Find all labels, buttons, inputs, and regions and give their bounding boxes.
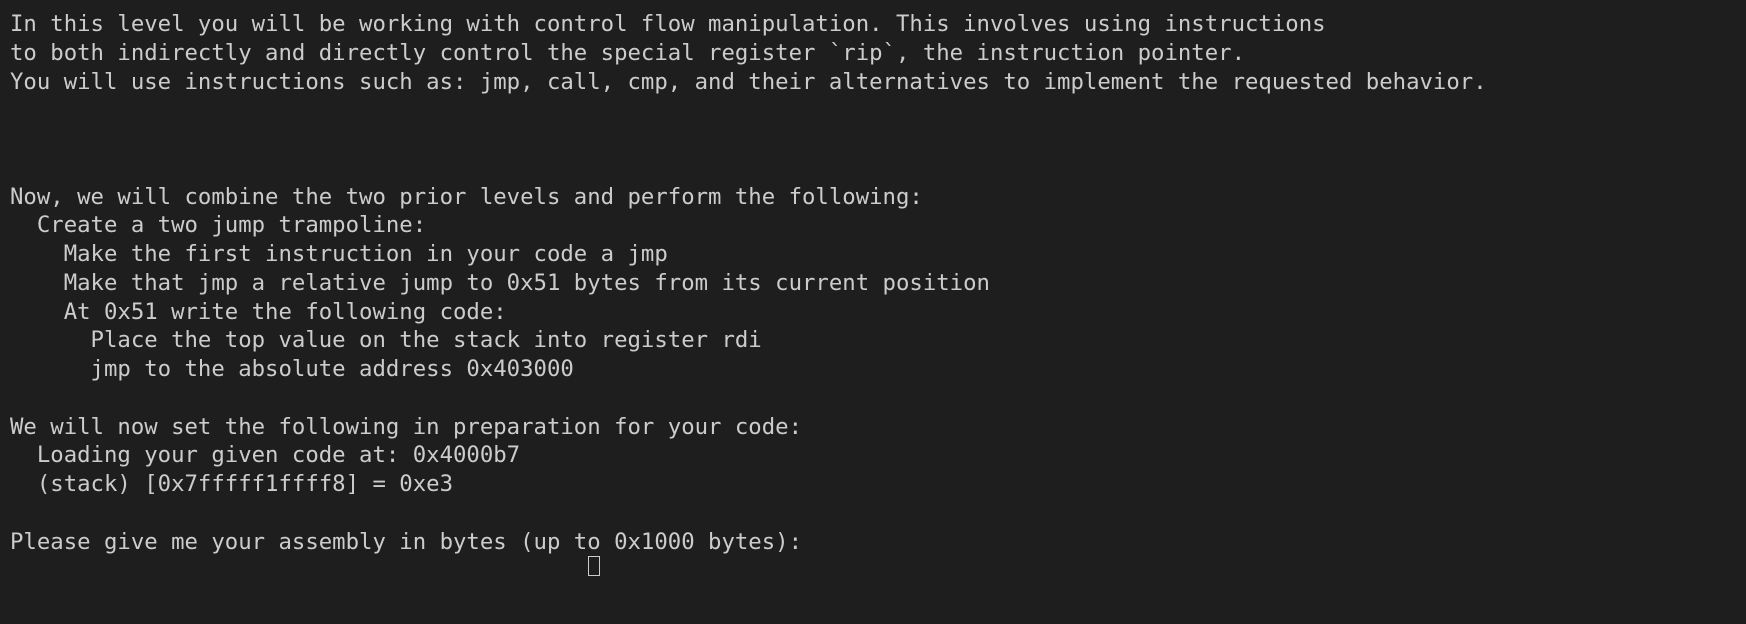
terminal-line: jmp to the absolute address 0x403000	[10, 356, 574, 382]
terminal-line	[10, 154, 1487, 183]
terminal-line: Make the first instruction in your code …	[10, 241, 668, 267]
terminal-line: In this level you will be working with c…	[10, 11, 1326, 37]
terminal-line	[10, 125, 1487, 154]
terminal-line: Now, we will combine the two prior level…	[10, 183, 923, 210]
terminal-line	[10, 499, 1487, 528]
terminal-line: We will now set the following in prepara…	[10, 413, 803, 440]
terminal-line: At 0x51 write the following code:	[10, 298, 507, 325]
terminal-line: to both indirectly and directly control …	[10, 39, 1245, 66]
terminal-prompt[interactable]: Please give me your assembly in bytes (u…	[10, 528, 803, 555]
terminal-line	[10, 96, 1487, 125]
terminal-line: Make that jmp a relative jump to 0x51 by…	[10, 269, 990, 296]
text-cursor	[588, 556, 600, 576]
terminal-line: Place the top value on the stack into re…	[10, 327, 762, 354]
terminal-line: Loading your given code at: 0x4000b7	[10, 442, 521, 469]
terminal-line	[10, 384, 1487, 413]
terminal-output: In this level you will be working with c…	[10, 10, 1487, 556]
terminal-line: You will use instructions such as: jmp, …	[10, 68, 1487, 95]
terminal-line: (stack) [0x7fffff1ffff8] = 0xe3	[10, 471, 453, 497]
terminal-line: Create a two jump trampoline:	[10, 212, 427, 239]
